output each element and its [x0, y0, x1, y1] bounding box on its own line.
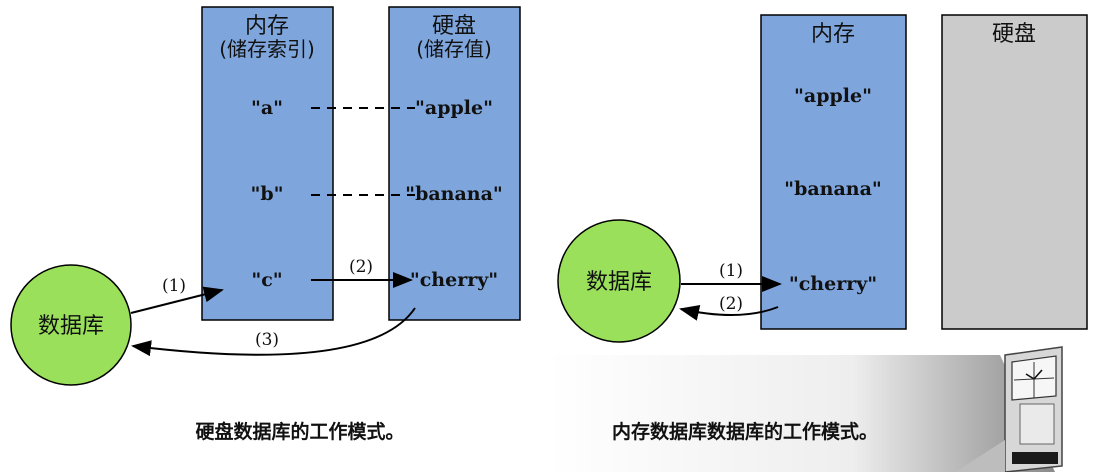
- left-value-banana: "banana": [405, 183, 503, 205]
- left-memory-box: [201, 6, 334, 321]
- left-key-a: "a": [251, 97, 283, 119]
- left-memory-subtitle: (储存索引): [219, 37, 315, 61]
- right-caption: 内存数据库数据库的工作模式。: [612, 420, 878, 443]
- right-step-2-label: (2): [719, 294, 743, 314]
- right-database-label: 数据库: [586, 270, 652, 295]
- left-arrow-3: [131, 307, 416, 357]
- right-value-cherry: "cherry": [789, 273, 877, 295]
- decorative-shadow-band: [548, 355, 1055, 472]
- left-arrow-1: [130, 286, 224, 314]
- left-disk-subtitle: (储存值): [416, 37, 492, 61]
- left-disk-title: 硬盘: [432, 14, 476, 39]
- right-disk-box: [941, 14, 1088, 330]
- right-disk-title: 硬盘: [992, 22, 1036, 47]
- left-key-b: "b": [250, 183, 283, 205]
- right-arrow-2: [679, 305, 779, 321]
- left-key-c: "c": [251, 269, 282, 291]
- left-value-apple: "apple": [415, 97, 493, 119]
- left-database-label: 数据库: [38, 314, 104, 339]
- left-diagram: 内存 (储存索引) 硬盘 (储存值) "a" "b" "c" "apple" "…: [10, 6, 521, 443]
- left-database-node: [10, 264, 132, 386]
- right-memory-box: [760, 14, 907, 330]
- left-step-3-label: (3): [255, 330, 279, 350]
- right-step-1-label: (1): [719, 261, 743, 281]
- left-caption: 硬盘数据库的工作模式。: [195, 420, 404, 443]
- right-memory-title: 内存: [811, 22, 855, 47]
- left-memory-title: 内存: [245, 14, 289, 39]
- decorative-clock-device: [955, 346, 1063, 473]
- right-value-banana: "banana": [784, 178, 882, 200]
- right-database-node: [557, 219, 681, 343]
- left-step-2-label: (2): [349, 257, 373, 277]
- right-value-apple: "apple": [794, 85, 872, 107]
- left-value-cherry: "cherry": [410, 269, 498, 291]
- right-diagram: 内存 硬盘 "apple" "banana" "cherry" 数据库 (1) …: [548, 14, 1088, 473]
- left-disk-box: [388, 6, 521, 321]
- left-step-1-label: (1): [162, 276, 186, 296]
